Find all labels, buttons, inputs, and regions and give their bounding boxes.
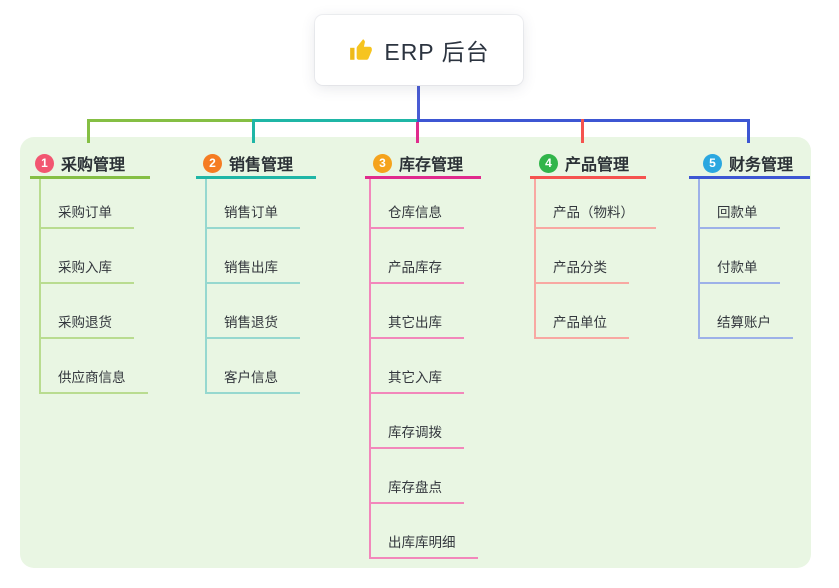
leaf-node[interactable]: 付款单 [698, 256, 780, 284]
branch-index-badge: 2 [203, 153, 222, 173]
branch-header-4[interactable]: 4 产品管理 [539, 151, 629, 175]
leaf-node[interactable]: 结算账户 [698, 311, 793, 339]
leaf-spine-line [39, 179, 41, 394]
leaf-node[interactable]: 销售出库 [205, 256, 300, 284]
leaf-spine-line [698, 179, 700, 339]
branch-header-5[interactable]: 5 财务管理 [703, 151, 793, 175]
connector-rail [252, 119, 420, 122]
connector-root-drop [417, 85, 420, 122]
branch-index-badge: 1 [35, 153, 54, 173]
branch-index-badge: 5 [703, 153, 722, 173]
leaf-node[interactable]: 产品库存 [369, 256, 464, 284]
branch-underline [30, 176, 150, 179]
leaf-node[interactable]: 供应商信息 [39, 366, 148, 394]
branch-label: 财务管理 [729, 157, 794, 174]
thumbs-up-icon [348, 37, 374, 63]
branch-underline [365, 176, 481, 179]
leaf-node[interactable]: 产品（物料） [534, 201, 656, 229]
connector-branch-drop [747, 119, 750, 143]
branch-header-1[interactable]: 1 采购管理 [35, 151, 125, 175]
leaf-node[interactable]: 回款单 [698, 201, 780, 229]
leaf-node[interactable]: 产品单位 [534, 311, 629, 339]
branches-panel [20, 137, 811, 568]
branch-underline [689, 176, 810, 179]
branch-index-badge: 3 [373, 153, 392, 173]
branch-header-2[interactable]: 2 销售管理 [203, 151, 293, 175]
leaf-node[interactable]: 销售订单 [205, 201, 300, 229]
branch-label: 销售管理 [229, 157, 294, 174]
leaf-node[interactable]: 客户信息 [205, 366, 300, 394]
branch-label: 库存管理 [399, 157, 464, 174]
branch-underline [196, 176, 316, 179]
leaf-spine-line [534, 179, 536, 339]
leaf-spine-line [205, 179, 207, 394]
leaf-node[interactable]: 其它出库 [369, 311, 464, 339]
branch-index-badge: 4 [539, 153, 558, 173]
leaf-node[interactable]: 采购入库 [39, 256, 134, 284]
leaf-node[interactable]: 采购退货 [39, 311, 134, 339]
connector-branch-drop [252, 119, 255, 143]
connector-branch-drop [581, 119, 584, 143]
leaf-node[interactable]: 库存盘点 [369, 476, 464, 504]
leaf-node[interactable]: 采购订单 [39, 201, 134, 229]
leaf-node[interactable]: 产品分类 [534, 256, 629, 284]
connector-rail [87, 119, 255, 122]
branch-header-3[interactable]: 3 库存管理 [373, 151, 463, 175]
branch-underline [530, 176, 646, 179]
leaf-node[interactable]: 库存调拨 [369, 421, 464, 449]
leaf-spine-line [369, 179, 371, 559]
leaf-node[interactable]: 销售退货 [205, 311, 300, 339]
root-label: ERP 后台 [384, 39, 490, 65]
connector-branch-drop [87, 119, 90, 143]
branch-label: 产品管理 [565, 157, 630, 174]
connector-branch-drop [416, 122, 419, 143]
leaf-node[interactable]: 其它入库 [369, 366, 464, 394]
leaf-node[interactable]: 仓库信息 [369, 201, 464, 229]
leaf-node[interactable]: 出库库明细 [369, 531, 478, 559]
root-node[interactable]: ERP 后台 [315, 15, 523, 85]
branch-label: 采购管理 [61, 157, 126, 174]
